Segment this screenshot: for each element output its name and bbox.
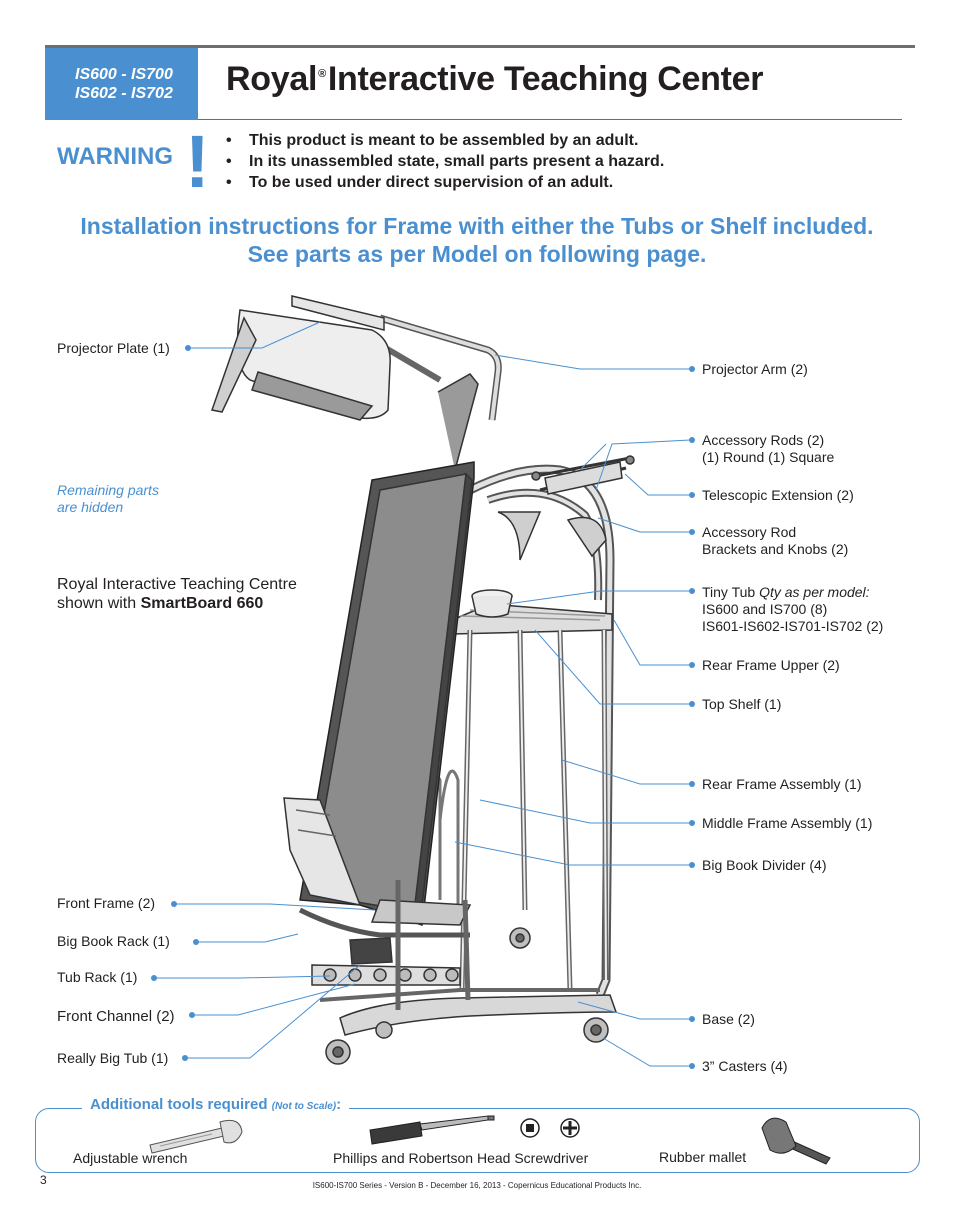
label-rear-frame-assembly: Rear Frame Assembly (1): [702, 776, 862, 792]
tool-rubber-mallet: Rubber mallet: [659, 1149, 747, 1165]
tools-heading-note: (Not to Scale): [271, 1101, 337, 1112]
label-big-book-rack: Big Book Rack (1): [57, 933, 170, 949]
model-line-1: IS600 - IS700: [75, 66, 173, 83]
model-line-2: IS602 - IS702: [75, 85, 173, 102]
robertson-head-icon: [520, 1118, 540, 1138]
model-badge: IS600 - IS700 IS602 - IS702: [45, 48, 198, 120]
label-big-book-divider: Big Book Divider (4): [702, 857, 827, 873]
label-middle-frame-assembly: Middle Frame Assembly (1): [702, 815, 873, 831]
label-projector-plate: Projector Plate (1): [57, 340, 170, 356]
tools-heading-text: Additional tools required: [90, 1096, 268, 1113]
title-brand: Royal: [226, 60, 318, 98]
tiny-tub-line-2: IS600 and IS700 (8): [702, 601, 828, 617]
screwdriver-icon: [369, 1115, 495, 1145]
hidden-parts-note: Remaining parts are hidden: [57, 482, 159, 516]
warning-list: This product is meant to be assembled by…: [226, 130, 664, 193]
tools-heading-colon: :: [336, 1096, 342, 1113]
caption-prefix: shown with: [57, 595, 141, 612]
tool-screwdriver: Phillips and Robertson Head Screwdriver: [333, 1150, 589, 1166]
label-casters: 3” Casters (4): [702, 1058, 788, 1074]
label-really-big-tub: Really Big Tub (1): [57, 1050, 169, 1066]
label-front-frame: Front Frame (2): [57, 895, 156, 911]
leader-dots: [151, 345, 695, 1069]
warning-item: This product is meant to be assembled by…: [226, 130, 664, 151]
brackets-line-2: Brackets and Knobs (2): [702, 541, 849, 557]
label-tiny-tub: Tiny Tub Qty as per model: IS600 and IS7…: [702, 584, 883, 635]
leader-lines: [155, 321, 691, 1067]
label-projector-arm: Projector Arm (2): [702, 361, 808, 377]
title-rest: Interactive Teaching Center: [327, 60, 764, 98]
warning-item: In its unassembled state, small parts pr…: [226, 151, 664, 172]
registered-mark: ®: [318, 68, 326, 80]
wrench-icon: [149, 1119, 243, 1154]
tiny-tub-qty-note: Qty as per model:: [759, 584, 870, 600]
footer-text: IS600-IS700 Series - Version B - Decembe…: [312, 1181, 642, 1190]
brackets-line-1: Accessory Rod: [702, 524, 797, 540]
label-telescopic-extension: Telescopic Extension (2): [702, 487, 854, 503]
tiny-tub-name: Tiny Tub: [702, 584, 760, 600]
exclamation-icon: !: [185, 120, 210, 203]
warning-label: WARNING: [57, 143, 173, 170]
caption-line-2: shown with SmartBoard 660: [57, 594, 297, 613]
mallet-icon: [761, 1117, 831, 1165]
hidden-note-line-2: are hidden: [57, 499, 124, 515]
tools-box: [35, 1108, 920, 1173]
label-top-shelf: Top Shelf (1): [702, 696, 782, 712]
tools-heading: Additional tools required (Not to Scale)…: [82, 1096, 350, 1113]
phillips-head-icon: [560, 1118, 580, 1138]
diagram-caption: Royal Interactive Teaching Centre shown …: [57, 575, 297, 613]
tool-adjustable-wrench: Adjustable wrench: [73, 1150, 188, 1166]
title-underline: [198, 119, 902, 120]
instructions-subtitle: Installation instructions for Frame with…: [0, 212, 954, 268]
top-rule: [45, 45, 915, 48]
page-title: Royal®Interactive Teaching Center: [226, 60, 764, 99]
tiny-tub-line-1: Tiny Tub Qty as per model:: [702, 584, 883, 601]
label-rear-frame-upper: Rear Frame Upper (2): [702, 657, 840, 673]
label-front-channel: Front Channel (2): [57, 1008, 175, 1025]
hidden-note-line-1: Remaining parts: [57, 482, 159, 498]
label-accessory-rods: Accessory Rods (2) (1) Round (1) Square: [702, 432, 834, 466]
label-tub-rack: Tub Rack (1): [57, 969, 138, 985]
caption-model: SmartBoard 660: [140, 595, 264, 612]
accessory-rods-line-1: Accessory Rods (2): [702, 432, 825, 448]
caption-line-1: Royal Interactive Teaching Centre: [57, 576, 297, 593]
label-accessory-rod-brackets: Accessory Rod Brackets and Knobs (2): [702, 524, 848, 558]
label-base: Base (2): [702, 1011, 755, 1027]
warning-item: To be used under direct supervision of a…: [226, 172, 664, 193]
accessory-rods-line-2: (1) Round (1) Square: [702, 449, 835, 465]
subtitle-line-2: See parts as per Model on following page…: [247, 241, 707, 267]
tiny-tub-line-3: IS601-IS602-IS701-IS702 (2): [702, 618, 884, 634]
page-number: 3: [40, 1173, 47, 1187]
subtitle-line-1: Installation instructions for Frame with…: [80, 213, 874, 239]
frame-illustration: [211, 295, 635, 1065]
